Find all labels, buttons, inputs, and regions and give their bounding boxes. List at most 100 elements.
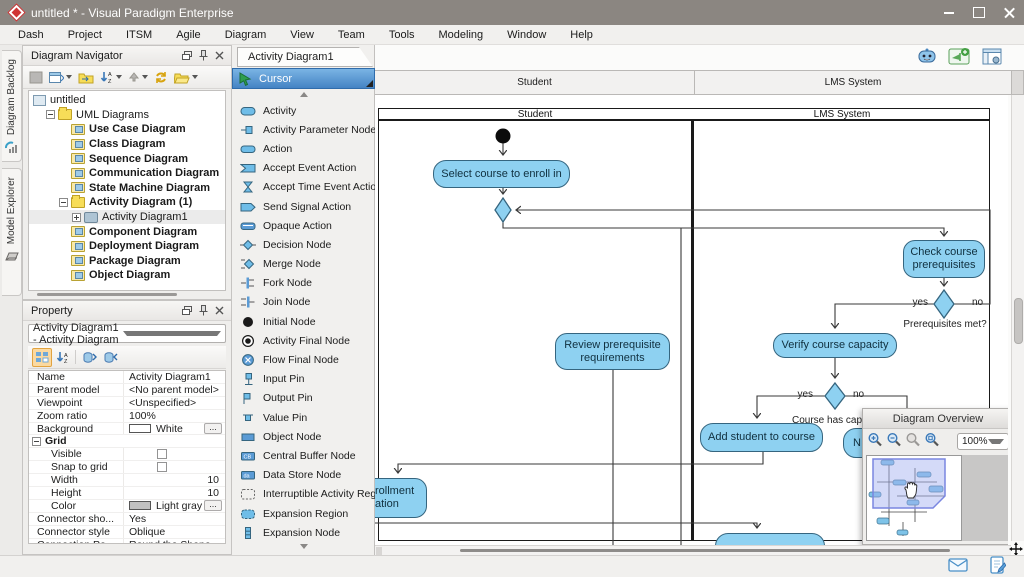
property-value[interactable]: Oblique <box>129 525 166 538</box>
property-value[interactable]: 10 <box>207 486 219 499</box>
ellipsis-button[interactable]: ... <box>204 423 222 435</box>
overview-zoom-select[interactable]: 100% <box>957 432 1008 450</box>
tree-item-class-diagram[interactable]: Class Diagram <box>29 137 225 152</box>
node-verify-capacity[interactable]: Verify course capacity <box>773 333 897 358</box>
palette-scroll-down[interactable] <box>232 544 375 549</box>
horizontal-scrollbar[interactable] <box>375 545 1011 555</box>
pin-panel-icon[interactable] <box>195 49 211 63</box>
palette-tool-opaque-action[interactable]: Opaque Action <box>232 216 375 235</box>
palette-tool-activity[interactable]: Activity <box>232 101 375 120</box>
menu-view[interactable]: View <box>290 28 314 41</box>
overview-title[interactable]: Diagram Overview <box>863 409 1008 429</box>
tree-item-activity-diagram-1-[interactable]: Activity Diagram (1) <box>29 194 225 210</box>
property-value[interactable]: Round the Shape <box>124 539 225 543</box>
expand-model-icon[interactable] <box>80 348 99 367</box>
property-row-snap-to-grid[interactable]: Snap to grid <box>29 461 225 475</box>
diagram-canvas[interactable]: Student LMS System <box>375 95 1008 545</box>
palette-tool-activity-parameter-node[interactable]: Activity Parameter Node <box>232 120 376 139</box>
new-diagram-icon[interactable] <box>27 68 45 87</box>
overview-map[interactable] <box>866 455 1008 541</box>
tree-item-deployment-diagram[interactable]: Deployment Diagram <box>29 239 225 254</box>
menu-team[interactable]: Team <box>337 28 365 41</box>
collapse-model-icon[interactable] <box>101 348 120 367</box>
checkbox-unchecked[interactable] <box>157 449 167 460</box>
property-row-viewpoint[interactable]: Viewpoint<Unspecified> <box>29 397 225 410</box>
property-row-connection-po-[interactable]: Connection Po...Round the Shape <box>29 539 225 543</box>
close-button[interactable] <box>994 1 1024 25</box>
close-panel-icon[interactable] <box>211 49 227 63</box>
property-value[interactable]: <No parent model> <box>129 383 219 396</box>
tab-activity-diagram1[interactable]: Activity Diagram1 <box>237 47 373 67</box>
palette-tool-expansion-node[interactable]: Expansion Node <box>232 523 375 542</box>
tree-item-use-case-diagram[interactable]: Use Case Diagram <box>29 122 225 137</box>
pin-panel-icon[interactable] <box>195 304 211 318</box>
tree-item-untitled[interactable]: untitled <box>29 93 225 108</box>
node-partial-enrollment[interactable]: rollment ation <box>375 478 427 518</box>
band-lane-lms-system[interactable]: LMS System <box>824 77 882 88</box>
property-row-connector-sho-[interactable]: Connector sho...Yes <box>29 513 225 526</box>
maximize-button[interactable] <box>964 1 994 25</box>
menu-window[interactable]: Window <box>507 28 547 41</box>
tree-horizontal-scrollbar[interactable] <box>37 293 177 296</box>
menu-diagram[interactable]: Diagram <box>224 28 267 41</box>
property-row-visible[interactable]: Visible <box>29 448 225 462</box>
property-value[interactable]: 100% <box>129 409 156 422</box>
palette-tool-output-pin[interactable]: Output Pin <box>232 389 375 408</box>
palette-tool-initial-node[interactable]: Initial Node <box>232 312 375 331</box>
node-select-course[interactable]: Select course to enroll in <box>433 160 570 188</box>
property-value[interactable]: Activity Diagram1 <box>129 370 211 383</box>
announcement-icon[interactable] <box>948 47 972 69</box>
palette-tool-send-signal-action[interactable]: Send Signal Action <box>232 197 375 216</box>
pan-diagram-icon[interactable] <box>1008 541 1024 557</box>
tree-item-package-diagram[interactable]: Package Diagram <box>29 254 225 269</box>
horizontal-scrollbar-thumb[interactable] <box>460 549 950 552</box>
palette-tool-join-node[interactable]: Join Node <box>232 293 375 312</box>
side-tab-model-explorer[interactable]: Model Explorer <box>2 168 22 296</box>
collapse-icon[interactable] <box>59 197 68 207</box>
property-value[interactable]: White... <box>124 423 225 435</box>
palette-tool-decision-node[interactable]: Decision Node <box>232 235 375 254</box>
collapse-icon[interactable] <box>46 110 55 120</box>
messages-icon[interactable] <box>948 558 968 575</box>
tree-item-object-diagram[interactable]: Object Diagram <box>29 268 225 283</box>
lane-header-lms-system[interactable]: LMS System <box>813 109 871 120</box>
zoom-reset-icon[interactable] <box>905 432 921 451</box>
assistant-bot-icon[interactable] <box>916 47 938 68</box>
zoom-out-icon[interactable] <box>886 432 902 451</box>
overview-minimap[interactable] <box>866 455 962 541</box>
tree-item-sequence-diagram[interactable]: Sequence Diagram <box>29 151 225 166</box>
palette-tool-value-pin[interactable]: Value Pin <box>232 408 375 427</box>
zoom-in-icon[interactable] <box>867 432 883 451</box>
menu-project[interactable]: Project <box>67 28 102 41</box>
property-value[interactable]: <Unspecified> <box>129 396 197 409</box>
tree-item-activity-diagram1[interactable]: Activity Diagram1 <box>29 209 225 225</box>
tree-item-uml-diagrams[interactable]: UML Diagrams <box>29 107 225 123</box>
minimize-button[interactable] <box>934 1 964 25</box>
menu-tools[interactable]: Tools <box>388 28 415 41</box>
node-partial-bottom[interactable] <box>715 533 825 545</box>
property-target-select[interactable]: Activity Diagram1 - Activity Diagram <box>28 322 226 346</box>
menu-agile[interactable]: Agile <box>176 28 201 41</box>
palette-tool-action[interactable]: Action <box>232 139 375 158</box>
menu-modeling[interactable]: Modeling <box>438 28 484 41</box>
palette-tool-input-pin[interactable]: Input Pin <box>232 370 375 389</box>
diagram-window-icon[interactable] <box>47 68 74 87</box>
zoom-fit-icon[interactable] <box>924 432 940 451</box>
vertical-scrollbar[interactable] <box>1011 95 1024 541</box>
collapse-icon[interactable] <box>32 436 41 446</box>
float-panel-icon[interactable] <box>179 49 195 63</box>
property-value[interactable]: 10 <box>207 474 219 487</box>
property-value[interactable]: Yes <box>129 512 147 525</box>
palette-tool-object-node[interactable]: Object Node <box>232 427 375 446</box>
close-panel-icon[interactable] <box>211 304 227 318</box>
menu-help[interactable]: Help <box>570 28 593 41</box>
property-row-grid[interactable]: Grid <box>29 435 225 449</box>
